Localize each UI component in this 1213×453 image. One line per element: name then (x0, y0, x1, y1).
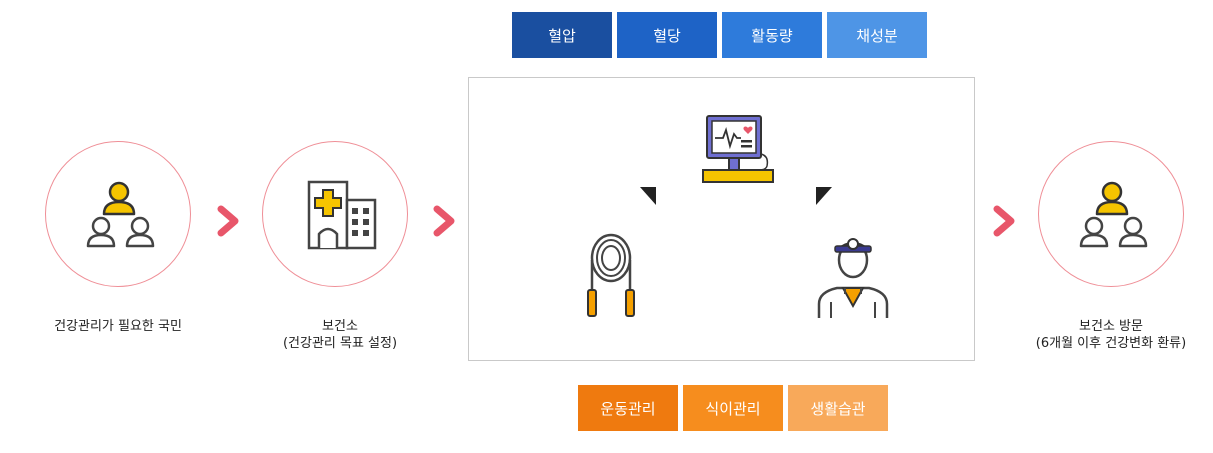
health-monitor-icon (702, 115, 774, 183)
tag-body-composition: 채성분 (827, 12, 927, 58)
triangle-marker-right (816, 187, 832, 205)
clinic-caption-line1: 보건소 (322, 319, 358, 334)
tag-blood-sugar: 혈당 (617, 12, 717, 58)
revisit-circle (1038, 141, 1184, 287)
hospital-building-icon (307, 180, 377, 250)
tag-lifestyle: 생활습관 (788, 385, 888, 431)
clinic-circle (262, 141, 408, 287)
management-panel (468, 77, 975, 361)
jump-rope-icon (587, 233, 635, 317)
revisit-caption-line1: 보건소 방문 (1079, 319, 1143, 334)
citizen-caption: 건강관리가 필요한 국민 (54, 319, 182, 334)
tag-exercise: 운동관리 (578, 385, 678, 431)
triangle-marker-left (640, 187, 656, 205)
chevron-right-icon (433, 205, 455, 237)
citizen-circle (45, 141, 191, 287)
chevron-right-icon (993, 205, 1015, 237)
clinic-caption: 보건소 (건강관리 목표 설정) (255, 318, 425, 352)
people-group-icon (86, 181, 155, 248)
tag-blood-pressure: 혈압 (512, 12, 612, 58)
doctor-icon (817, 238, 889, 318)
tag-activity: 활동량 (722, 12, 822, 58)
people-group-icon (1079, 181, 1148, 248)
revisit-caption: 보건소 방문 (6개월 이후 건강변화 환류) (1016, 318, 1206, 352)
tag-diet: 식이관리 (683, 385, 783, 431)
chevron-right-icon (217, 205, 239, 237)
clinic-caption-line2: (건강관리 목표 설정) (282, 336, 398, 351)
revisit-caption-line2: (6개월 이후 건강변화 환류) (1035, 336, 1187, 351)
